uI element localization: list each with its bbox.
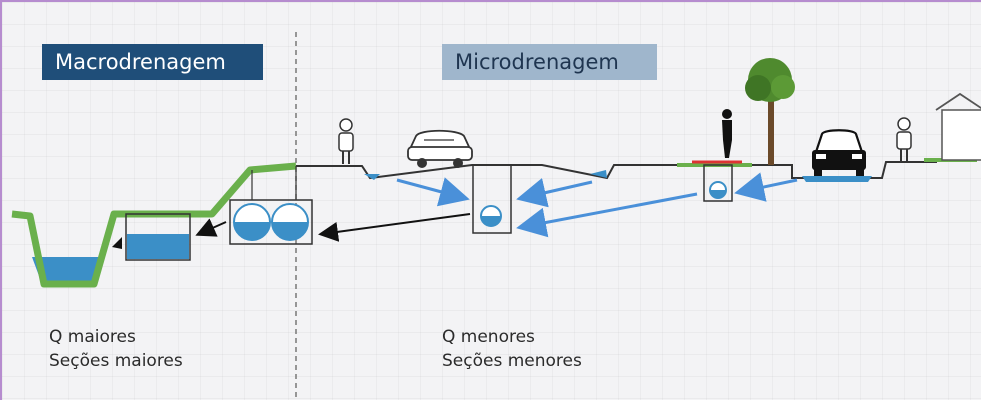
flow-arrow-a bbox=[396, 177, 470, 207]
tree-icon bbox=[745, 58, 795, 165]
person-icon-right bbox=[896, 117, 912, 161]
inlet-pipe-center bbox=[480, 205, 502, 227]
gutter-water-right bbox=[802, 176, 872, 182]
pedestrian-icon bbox=[722, 109, 732, 158]
caption-micro-sections: Seções menores bbox=[442, 351, 582, 371]
microdrenagem-label: Microdrenagem bbox=[442, 44, 657, 80]
outlet-arrow bbox=[195, 218, 227, 237]
main-flow-arrow bbox=[318, 213, 471, 242]
pipe-left bbox=[233, 203, 271, 241]
open-channel bbox=[125, 213, 191, 261]
outlet-triangle bbox=[112, 237, 122, 249]
flow-arrow-b bbox=[516, 178, 593, 208]
person-icon bbox=[338, 118, 354, 164]
inlet-box-center bbox=[472, 164, 512, 234]
gutter-water-left bbox=[364, 174, 380, 180]
gutter-water-mid bbox=[590, 170, 607, 178]
car-front-icon bbox=[812, 129, 866, 176]
flow-arrow-d bbox=[734, 172, 798, 202]
flow-arrow-c bbox=[516, 192, 698, 238]
pipe-right bbox=[271, 203, 309, 241]
house-icon bbox=[935, 92, 981, 161]
macro-channel-profile bbox=[11, 162, 297, 288]
gallery-box bbox=[229, 199, 313, 245]
caption-macro-flow: Q maiores bbox=[49, 327, 136, 347]
caption-macro-sections: Seções maiores bbox=[49, 351, 183, 371]
caption-micro-flow: Q menores bbox=[442, 327, 535, 347]
macrodrenagem-label: Macrodrenagem bbox=[42, 44, 263, 80]
inlet-pipe-right bbox=[709, 181, 727, 199]
open-channel-water bbox=[127, 234, 189, 259]
inlet-box-right bbox=[703, 164, 733, 202]
car-icon bbox=[407, 129, 473, 168]
river-water bbox=[32, 257, 102, 284]
